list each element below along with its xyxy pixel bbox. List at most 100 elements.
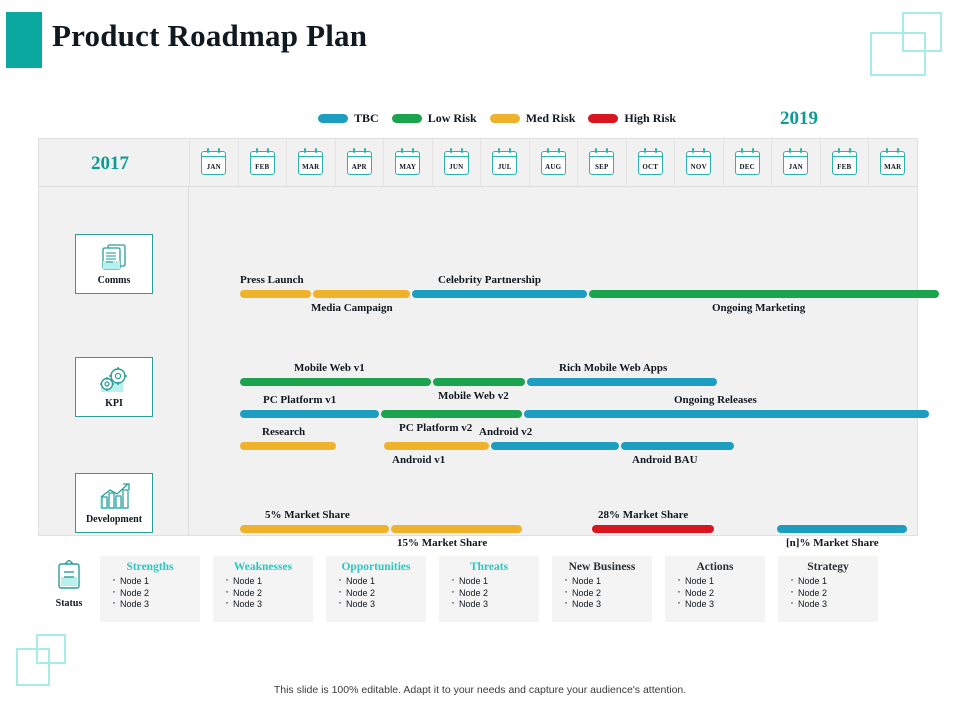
status-card-actions[interactable]: ActionsNode 1Node 2Node 3: [665, 556, 765, 622]
status-card-threats[interactable]: ThreatsNode 1Node 2Node 3: [439, 556, 539, 622]
gantt-bar-label: Media Campaign: [311, 302, 393, 314]
month-label: JUN: [449, 163, 464, 171]
status-card-weaknesses[interactable]: WeaknessesNode 1Node 2Node 3: [213, 556, 313, 622]
year-start-label: 2017: [91, 153, 129, 174]
month-cell-jan-0[interactable]: JAN: [189, 139, 238, 187]
status-card-list: Node 1Node 2Node 3: [106, 574, 194, 611]
calendar-icon: JUL: [492, 148, 518, 175]
gantt-bar[interactable]: [524, 410, 929, 418]
month-label: MAR: [302, 163, 320, 171]
month-cell-aug-7[interactable]: AUG: [528, 139, 578, 187]
month-cell-dec-11[interactable]: DEC: [722, 139, 772, 187]
list-item: Node 2: [677, 586, 759, 600]
list-item: Node 2: [564, 586, 646, 600]
month-cell-jun-5[interactable]: JUN: [431, 139, 481, 187]
month-cell-mar-14[interactable]: MAR: [868, 139, 917, 187]
gantt-bar-label: Rich Mobile Web Apps: [559, 362, 668, 374]
gantt-bar[interactable]: [777, 525, 907, 533]
gantt-bar[interactable]: [621, 442, 734, 450]
gantt-bar[interactable]: [240, 378, 431, 386]
decor-square-small: [902, 12, 942, 52]
gantt-bar-label: 28% Market Share: [598, 509, 689, 521]
list-item: Node 2: [225, 586, 307, 600]
list-item: Node 1: [451, 574, 533, 588]
status-card-opportunities[interactable]: OpportunitiesNode 1Node 2Node 3: [326, 556, 426, 622]
calendar-icon: APR: [346, 148, 372, 175]
status-card-title: New Business: [568, 561, 636, 573]
gantt-bar-label: Mobile Web v2: [438, 390, 509, 402]
decor-square-large: [16, 648, 50, 686]
status-row: Status StrengthsNode 1Node 2Node 3Weakne…: [38, 556, 918, 626]
gears-icon: [95, 366, 133, 396]
gantt-bar-label: Android v1: [392, 454, 446, 466]
gantt-bar[interactable]: [384, 442, 489, 450]
calendar-icon: MAR: [880, 148, 906, 175]
calendar-icon: FEB: [249, 148, 275, 175]
year-end-label: 2019: [780, 108, 818, 129]
swimlane-label: KPI: [105, 397, 123, 409]
gantt-bar-label: PC Platform v1: [263, 394, 337, 406]
month-cell-apr-3[interactable]: APR: [334, 139, 384, 187]
decor-square-small: [36, 634, 66, 664]
month-cell-oct-9[interactable]: OCT: [625, 139, 675, 187]
calendar-icon: JUN: [443, 148, 469, 175]
gantt-bar[interactable]: [592, 525, 714, 533]
calendar-icon: JAN: [201, 148, 227, 175]
gantt-bar[interactable]: [491, 442, 619, 450]
calendar-icon: DEC: [734, 148, 760, 175]
month-cell-jul-6[interactable]: JUL: [480, 139, 529, 187]
list-item: Node 3: [564, 597, 646, 611]
status-card-strategy[interactable]: StrategyNode 1Node 2Node 3: [778, 556, 878, 622]
legend-label: Med Risk: [525, 111, 576, 125]
gantt-bar-label: 5% Market Share: [265, 509, 350, 521]
month-cell-jan-12[interactable]: JAN: [771, 139, 820, 187]
month-label: MAY: [399, 163, 417, 171]
gantt-bar-label: Android BAU: [632, 454, 698, 466]
footer-note: This slide is 100% editable. Adapt it to…: [273, 684, 687, 696]
month-cell-may-4[interactable]: MAY: [383, 139, 432, 187]
month-label: NOV: [690, 163, 707, 171]
month-cell-feb-13[interactable]: FEB: [819, 139, 869, 187]
month-cell-mar-2[interactable]: MAR: [286, 139, 335, 187]
status-card-list: Node 1Node 2Node 3: [332, 574, 420, 611]
month-cell-nov-10[interactable]: NOV: [674, 139, 723, 187]
swimlane-development[interactable]: Development: [75, 473, 153, 533]
list-item: Node 3: [677, 597, 759, 611]
calendar-icon: OCT: [637, 148, 663, 175]
gantt-bar[interactable]: [240, 290, 311, 298]
swimlane-comms[interactable]: Comms: [75, 234, 153, 294]
gantt-bar-label: Research: [262, 426, 306, 438]
status-card-strengths[interactable]: StrengthsNode 1Node 2Node 3: [100, 556, 200, 622]
growth-chart-icon: [95, 482, 133, 512]
month-label: APR: [351, 163, 367, 171]
legend-label: High Risk: [624, 111, 677, 125]
gantt-bar[interactable]: [313, 290, 410, 298]
status-card-list: Node 1Node 2Node 3: [671, 574, 759, 611]
gantt-bar[interactable]: [412, 290, 587, 298]
status-icon-label: Status: [55, 598, 83, 609]
legend-swatch: [391, 114, 422, 123]
month-cell-feb-1[interactable]: FEB: [237, 139, 287, 187]
list-item: Node 3: [338, 597, 420, 611]
decoration-bottom-left: [16, 630, 86, 692]
gantt-bar[interactable]: [381, 410, 522, 418]
status-icon-box: Status: [38, 556, 100, 609]
gantt-bar[interactable]: [527, 378, 717, 386]
month-cell-sep-8[interactable]: SEP: [577, 139, 626, 187]
swimlane-kpi[interactable]: KPI: [75, 357, 153, 417]
gantt-bar[interactable]: [589, 290, 939, 298]
legend-item-med-risk: Med Risk: [489, 111, 576, 126]
status-card-new-business[interactable]: New BusinessNode 1Node 2Node 3: [552, 556, 652, 622]
gantt-bar[interactable]: [240, 442, 336, 450]
gantt-bar-label: Ongoing Marketing: [712, 302, 806, 314]
gantt-bar[interactable]: [240, 410, 379, 418]
list-item: Node 1: [677, 574, 759, 588]
legend-label: TBC: [354, 111, 379, 125]
gantt-bar[interactable]: [433, 378, 525, 386]
status-card-title: Strengths: [126, 561, 174, 573]
gantt-bar[interactable]: [240, 525, 389, 533]
gantt-bar[interactable]: [391, 525, 522, 533]
